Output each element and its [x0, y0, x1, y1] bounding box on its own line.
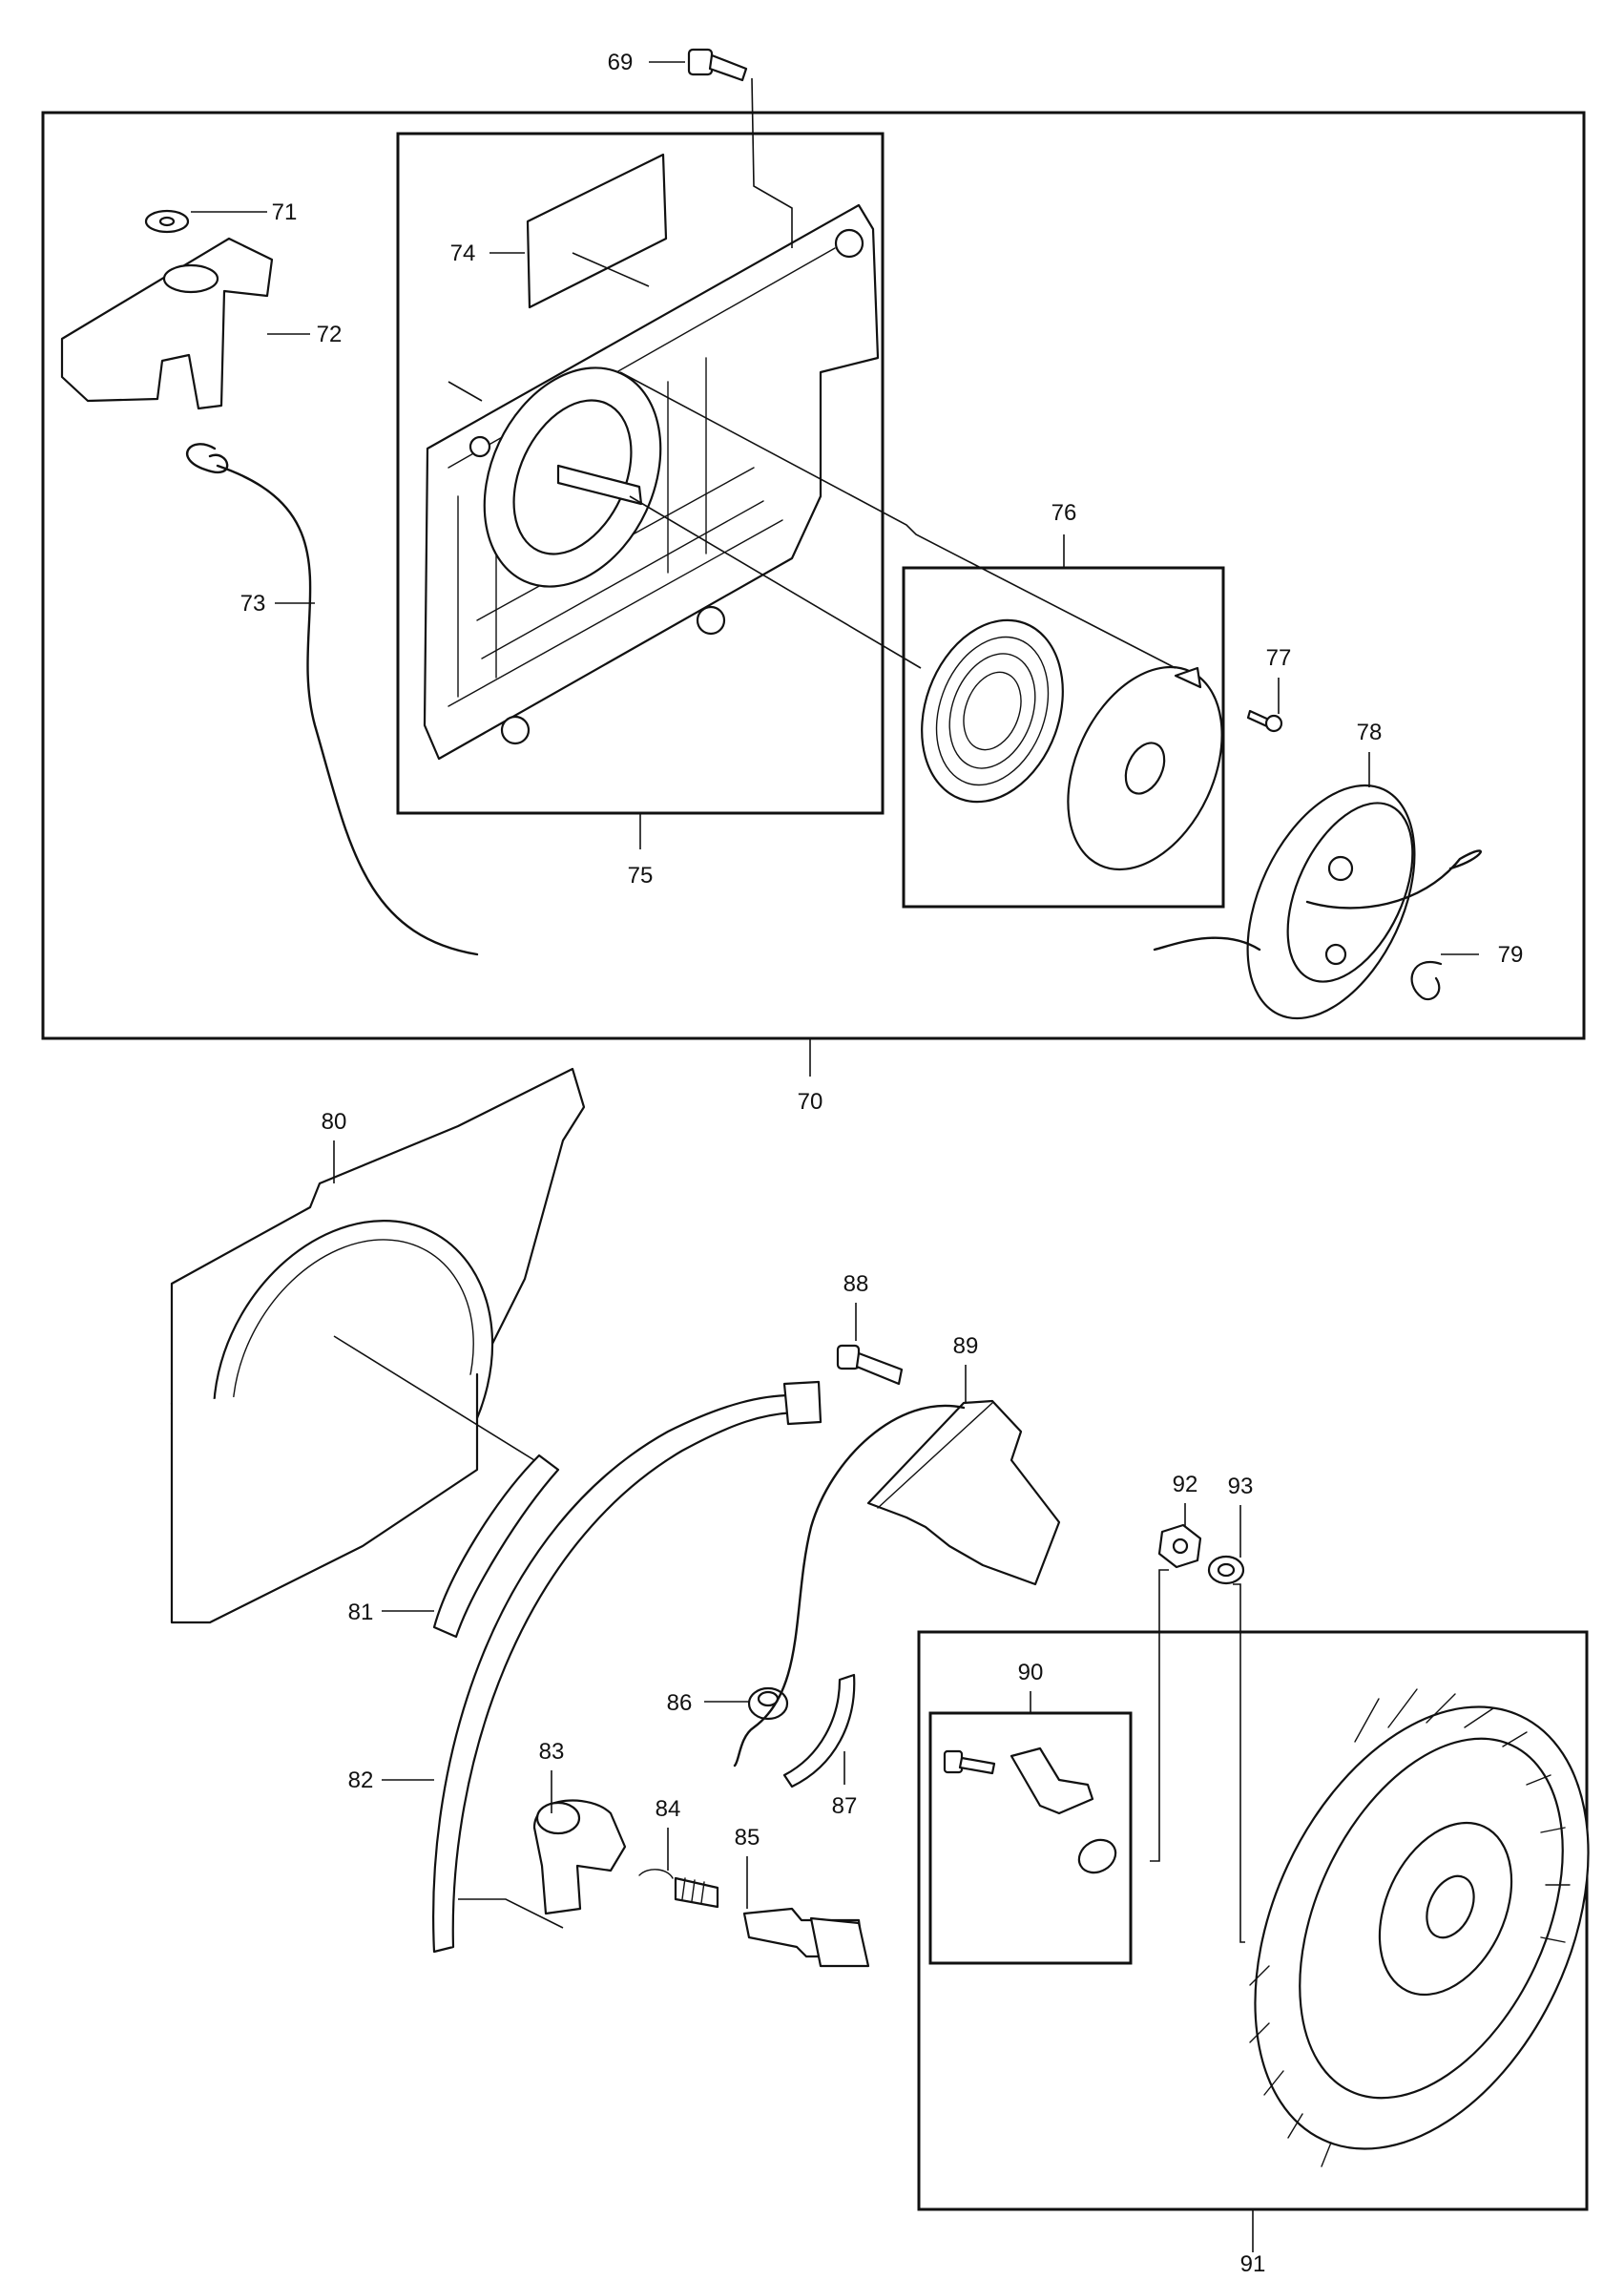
callout-80: 80 [322, 1109, 347, 1135]
screw-part-69 [687, 48, 748, 82]
hose-part-87 [782, 1673, 856, 1788]
ignition-cable-part-82 [432, 1380, 822, 1954]
rope-pulley-part-78 [1153, 784, 1482, 1020]
callout-75: 75 [628, 863, 654, 889]
callout-79: 79 [1498, 942, 1524, 968]
callout-88: 88 [843, 1271, 869, 1297]
tube-part-81 [432, 1454, 560, 1639]
callout-81: 81 [348, 1600, 374, 1625]
label-part-74 [526, 153, 668, 309]
callout-90: 90 [1018, 1660, 1044, 1685]
callout-73: 73 [240, 591, 266, 617]
callout-76: 76 [1051, 500, 1077, 526]
circlip-part-79 [1410, 961, 1443, 1001]
callout-72: 72 [317, 322, 343, 347]
callout-74: 74 [450, 241, 476, 266]
fan-cover-part-75 [423, 203, 880, 761]
spring-part-84 [638, 1869, 719, 1909]
callout-83: 83 [539, 1739, 565, 1765]
callout-77: 77 [1266, 645, 1292, 671]
nut-part-92 [1157, 1523, 1202, 1569]
callout-82: 82 [348, 1768, 374, 1793]
callout-78: 78 [1357, 720, 1383, 745]
spark-plug-part-85 [742, 1907, 870, 1968]
callout-85: 85 [735, 1825, 760, 1851]
callout-70: 70 [798, 1089, 823, 1115]
starter-rope-part-73 [186, 443, 479, 956]
callout-89: 89 [953, 1333, 979, 1359]
spark-plug-cap-part-83 [532, 1799, 627, 1915]
screw-part-77 [1246, 709, 1283, 733]
callout-93: 93 [1228, 1474, 1254, 1499]
callout-92: 92 [1173, 1472, 1198, 1497]
pawl-kit-part-90 [943, 1747, 1117, 1874]
spring-case-part-76 [921, 618, 1223, 871]
fan-housing-part-80 [170, 1067, 586, 1624]
callout-84: 84 [656, 1796, 681, 1822]
callout-91: 91 [1240, 2251, 1266, 2277]
callout-86: 86 [667, 1690, 693, 1716]
flywheel-part-91 [1249, 1688, 1590, 2167]
screw-part-88 [836, 1344, 904, 1386]
leader-lines [191, 61, 1479, 2252]
starter-handle-part-72 [60, 237, 274, 410]
callout-87: 87 [832, 1793, 858, 1819]
ignition-coil-part-89 [733, 1399, 1061, 1768]
callout-71: 71 [272, 199, 298, 225]
starter-assembly-frame [41, 111, 1586, 1040]
callout-69: 69 [608, 50, 634, 75]
